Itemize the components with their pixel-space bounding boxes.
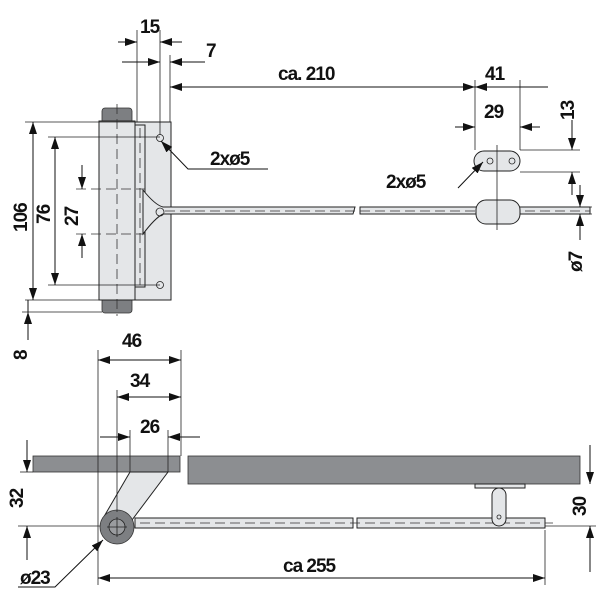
bracket-plate [474,483,526,489]
arm-left [142,188,356,236]
dim-15: 15 [140,17,161,38]
side-view: 46 34 26 32 30 ca 255 ø23 [7,331,596,589]
door-leaf [32,455,181,473]
dim-34: 34 [130,371,151,392]
top-view: 15 7 ca. 210 41 29 13 ø7 2xø5 2xø5 106 [11,17,592,360]
dim-13: 13 [558,100,579,120]
dim-7: 7 [206,41,216,62]
dim-46: 46 [122,331,142,352]
bracket-post [491,487,507,527]
dim-29: 29 [484,102,504,123]
arm-right [359,206,591,215]
bracket-bottom [475,199,521,225]
dim-76: 76 [34,204,55,224]
dim-32: 32 [7,488,28,508]
dim-106: 106 [11,203,32,232]
dim-d7: ø7 [566,251,587,272]
dim-41: 41 [485,64,506,85]
dim-26: 26 [140,417,160,438]
dim-30: 30 [570,496,591,516]
dim-d23: ø23 [20,568,50,589]
dim-ca-210: ca. 210 [278,64,335,85]
dim-8: 8 [11,350,32,360]
dim-2x-d5-bracket: 2xø5 [386,172,427,193]
dim-2x-d5-closer: 2xø5 [210,149,251,170]
dim-27: 27 [62,206,83,226]
door-frame [187,455,581,485]
dim-ca-255: ca 255 [283,556,337,577]
